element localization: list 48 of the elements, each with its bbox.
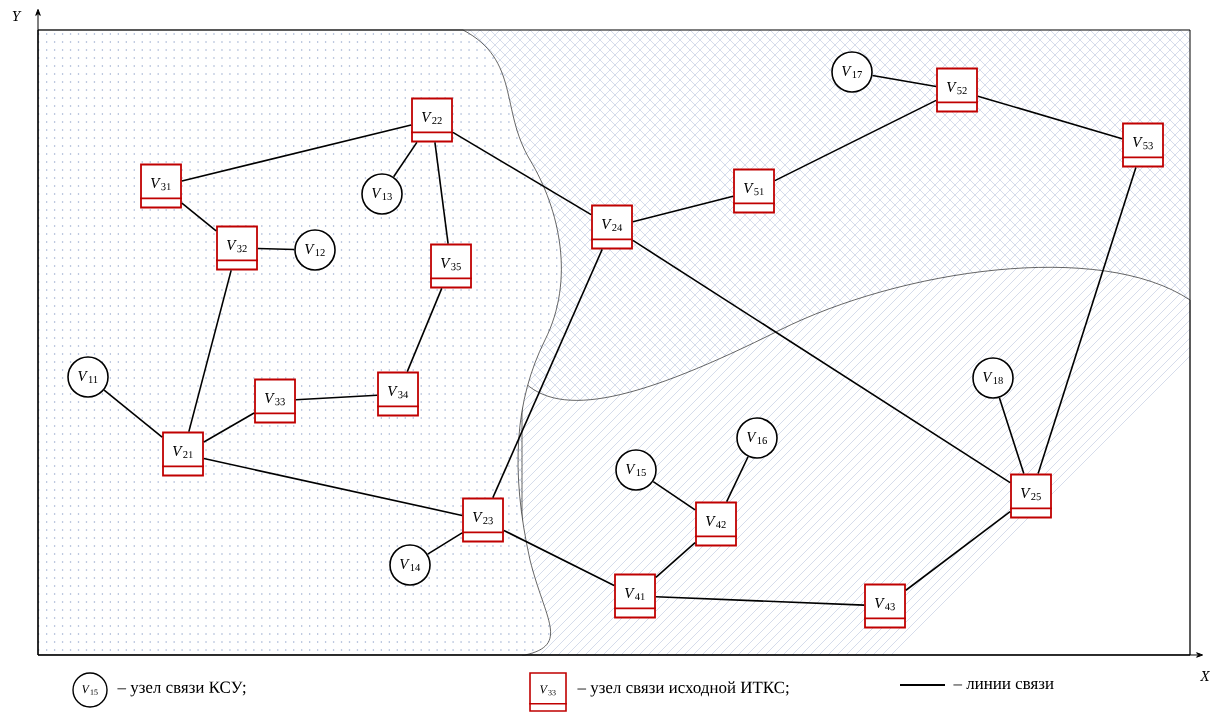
network-node-box: V$_{51}$ [732, 168, 776, 214]
link-line [871, 74, 937, 88]
link-line [503, 529, 615, 587]
link-line [725, 455, 749, 503]
network-node-box: V$_{43}$ [863, 583, 907, 629]
network-node-box: V$_{24}$ [590, 204, 634, 250]
link-line [655, 596, 865, 606]
network-node-box: V$_{53}$ [1121, 122, 1165, 168]
link-line [434, 141, 449, 245]
link-line [181, 124, 412, 182]
network-node-box: V$_{31}$ [139, 163, 183, 209]
link-line [632, 239, 1011, 484]
network-node-box: V$_{42}$ [694, 501, 738, 547]
link-line [1037, 166, 1137, 475]
link-line [998, 397, 1025, 475]
axis-label: Y [12, 11, 22, 21]
link-line [257, 247, 295, 251]
link-line [392, 141, 418, 178]
network-node-box: V$_{41}$ [613, 573, 657, 619]
network-node-box: V$_{22}$ [410, 97, 454, 143]
network-node-box: V$_{52}$ [935, 67, 979, 113]
link-line [452, 131, 592, 216]
link-line [406, 287, 443, 373]
network-node-box: V$_{34}$ [376, 371, 420, 417]
link-line [632, 195, 734, 223]
link-line [188, 269, 232, 433]
link-line [181, 202, 217, 232]
legend-text: – линии связи [953, 680, 1054, 690]
link-line [977, 95, 1123, 140]
network-node-box: V$_{32}$ [215, 225, 259, 271]
legend-text: – узел связи исходной ИТКС; [577, 681, 789, 697]
network-node-box: V$_{21}$ [161, 431, 205, 477]
legend-text: – узел связи КСУ; [117, 681, 246, 697]
link-line [774, 99, 937, 182]
network-node-box: V$_{25}$ [1009, 473, 1053, 519]
link-line [203, 412, 255, 443]
network-node-box: V$_{35}$ [429, 243, 473, 289]
network-node-box: V$_{23}$ [461, 497, 505, 543]
axis-label: X [1199, 671, 1211, 681]
link-line [295, 394, 378, 401]
link-line [203, 457, 463, 517]
link-line [905, 510, 1011, 592]
link-line [652, 480, 696, 511]
link-line [426, 532, 463, 555]
link-line [103, 389, 163, 438]
link-line [492, 248, 603, 499]
network-node-box: V$_{33}$ [253, 378, 297, 424]
link-line [655, 541, 696, 579]
